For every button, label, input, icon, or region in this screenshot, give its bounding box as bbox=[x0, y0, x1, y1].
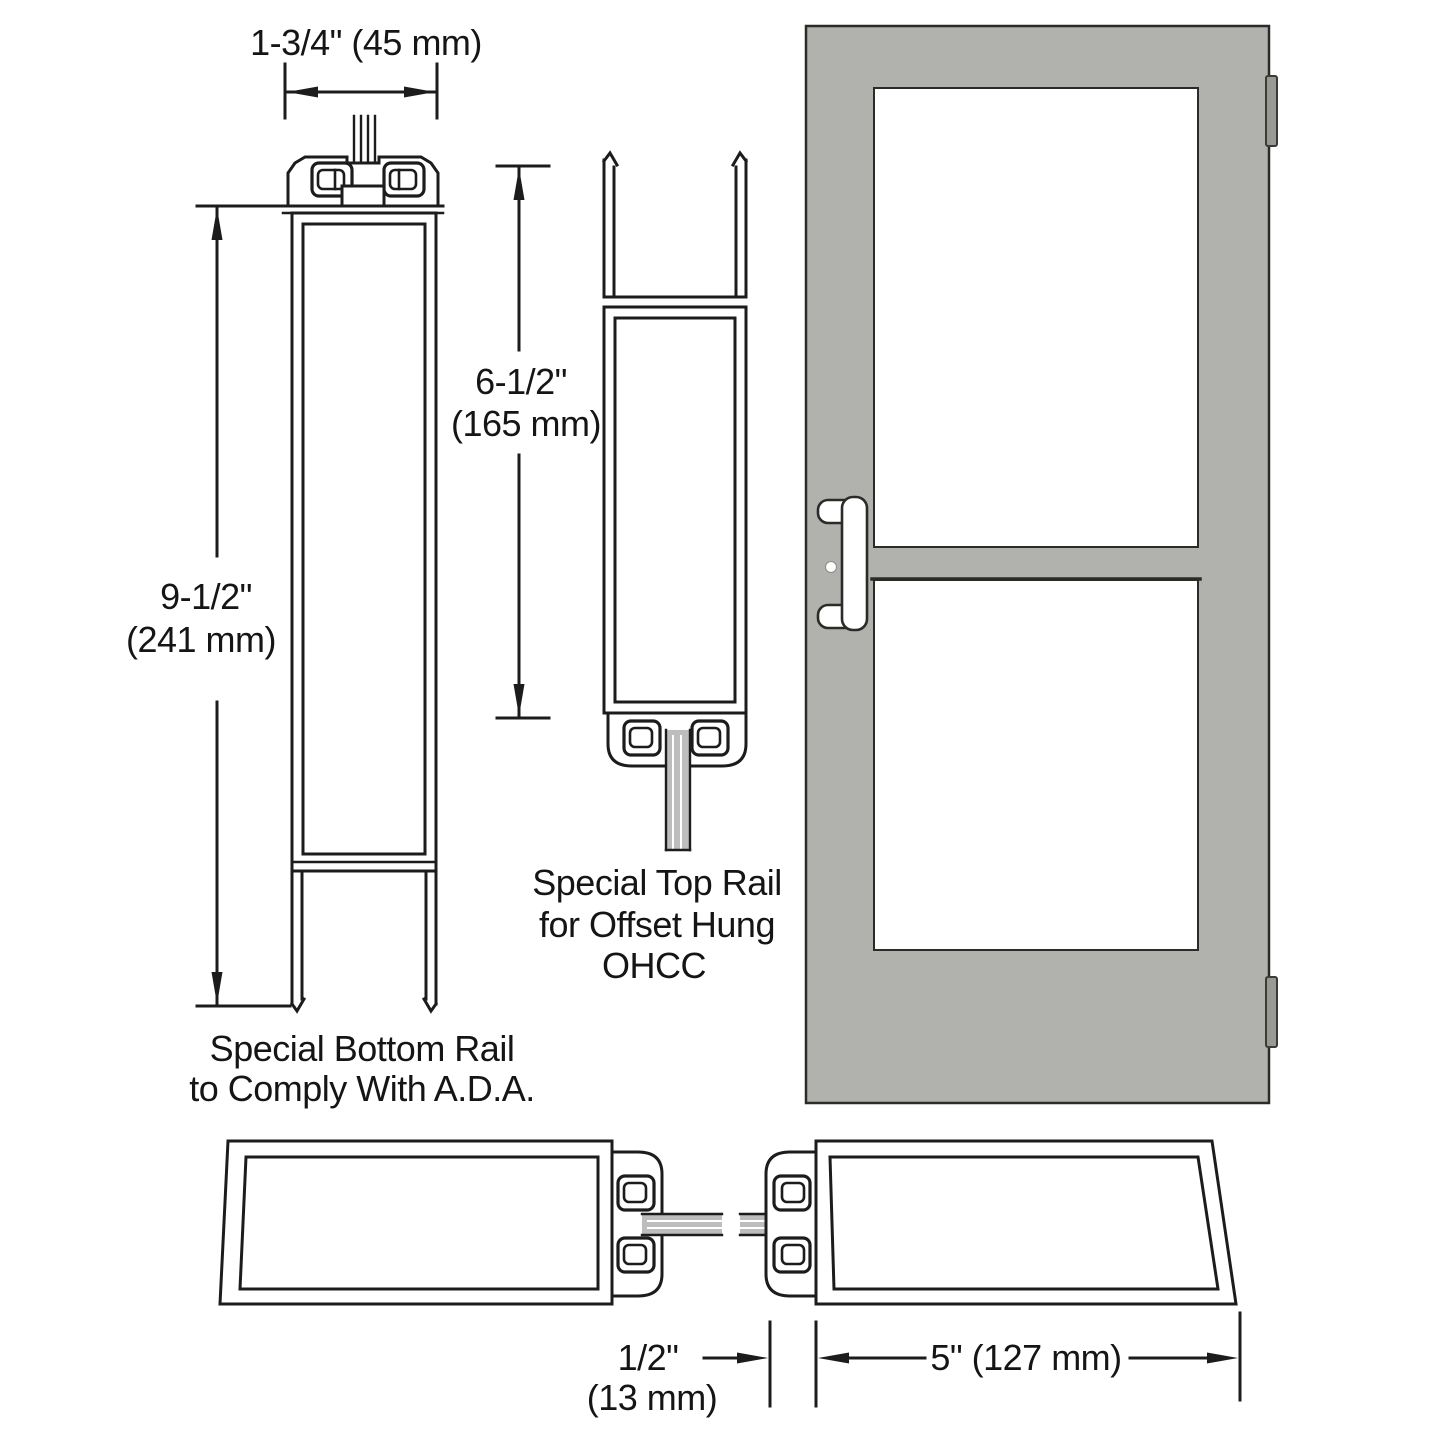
hinge-bottom bbox=[1265, 976, 1278, 1048]
glass-clamp-housing bbox=[764, 1150, 818, 1298]
label-top-rail-2: for Offset Hung bbox=[539, 904, 775, 946]
arrowhead-right bbox=[1207, 1352, 1238, 1364]
arrowhead-down bbox=[513, 684, 525, 716]
label-bottom-rail-1: Special Bottom Rail bbox=[209, 1028, 515, 1070]
top-rail-cross-section bbox=[601, 150, 749, 852]
rail-legs bbox=[289, 869, 439, 1014]
cylinder-dot bbox=[825, 561, 837, 573]
door-elevation bbox=[804, 24, 1278, 1105]
dimension-gap bbox=[702, 1320, 818, 1408]
dimension-top-width bbox=[283, 62, 439, 120]
dim-label-top-width: 1-3/4" (45 mm) bbox=[250, 22, 482, 64]
dim-label-gap-mm: (13 mm) bbox=[586, 1377, 718, 1419]
arrowhead-down bbox=[211, 972, 223, 1004]
dimension-mid-height bbox=[495, 164, 551, 720]
stile-section-right bbox=[738, 1139, 1238, 1306]
dim-label-stile: 5" (127 mm) bbox=[930, 1337, 1122, 1379]
door-pull-handle bbox=[816, 495, 869, 632]
arrowhead-right bbox=[737, 1352, 768, 1364]
arrowhead-right bbox=[404, 86, 435, 98]
door-glass-bottom bbox=[873, 579, 1199, 951]
door-glass-top bbox=[873, 87, 1199, 548]
hinge-top bbox=[1265, 75, 1278, 147]
dim-label-left-in: 9-1/2" bbox=[160, 576, 252, 618]
arrowhead-up bbox=[513, 168, 525, 200]
arrowhead-left bbox=[287, 86, 318, 98]
dim-label-mid-in: 6-1/2" bbox=[475, 361, 567, 403]
dim-label-left-mm: (241 mm) bbox=[125, 619, 277, 661]
rail-legs bbox=[601, 150, 749, 299]
glass-shoe bbox=[340, 184, 386, 208]
label-bottom-rail-2: to Comply With A.D.A. bbox=[189, 1068, 535, 1110]
stile-section-left bbox=[218, 1139, 724, 1306]
label-top-rail-1: Special Top Rail bbox=[532, 862, 782, 904]
bottom-rail-cross-section bbox=[281, 114, 445, 1014]
glass-panel-edge bbox=[664, 728, 692, 852]
dimension-stile-width bbox=[818, 1311, 1242, 1402]
label-top-rail-3: OHCC bbox=[602, 945, 707, 987]
arrowhead-left bbox=[818, 1352, 849, 1364]
dimension-left-height bbox=[195, 204, 292, 1008]
glass-panel-edge bbox=[640, 1212, 724, 1237]
arrowhead-up bbox=[211, 208, 223, 240]
dim-label-gap-in: 1/2" bbox=[617, 1337, 679, 1379]
dim-label-mid-mm: (165 mm) bbox=[450, 403, 602, 445]
